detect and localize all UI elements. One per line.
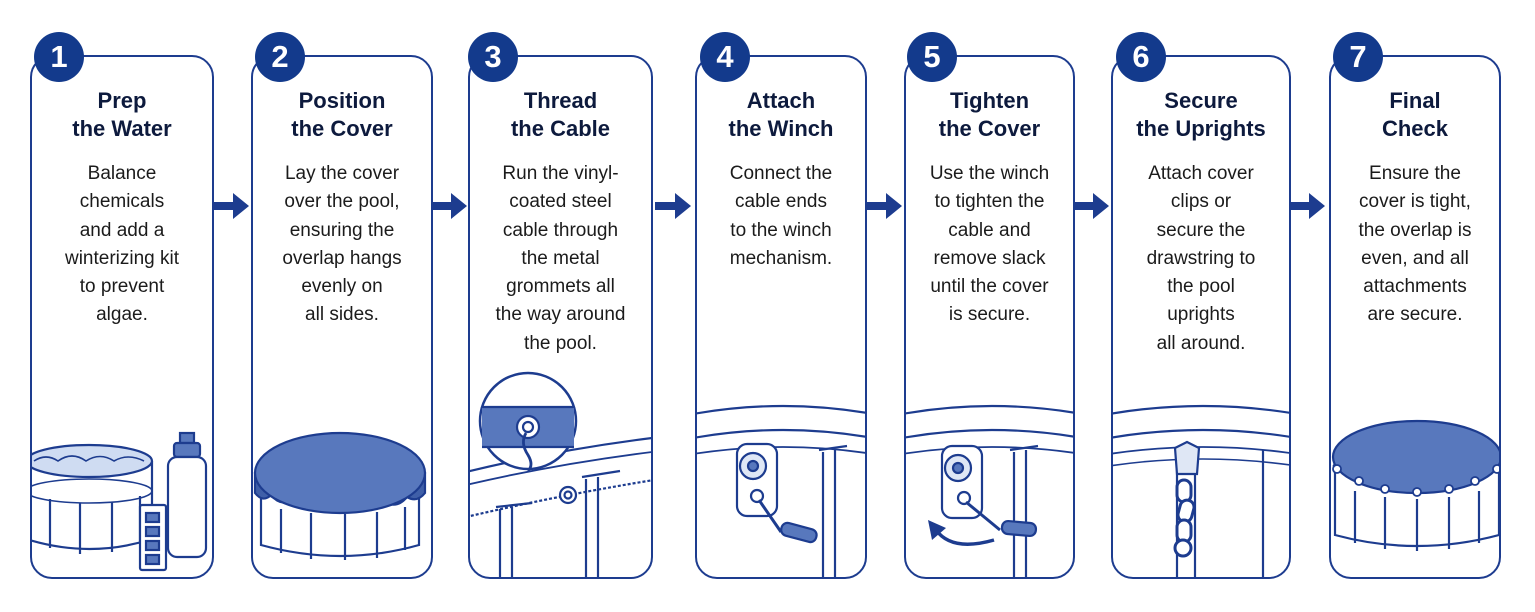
step-title: Prep the Water bbox=[72, 88, 172, 141]
step-card-1: Prep the Water Balance chemicals and add… bbox=[30, 55, 214, 579]
step-card-5: Tighten the Cover Use the winch to tight… bbox=[904, 55, 1075, 579]
step-number-badge: 6 bbox=[1116, 32, 1166, 82]
step-description: Run the vinyl- coated steel cable throug… bbox=[495, 163, 626, 354]
arrow-right-icon bbox=[1289, 193, 1325, 219]
arrow-right-icon bbox=[213, 193, 249, 219]
arrow-right-icon bbox=[1073, 193, 1109, 219]
step-card-7: Final Check Ensure the cover is tight, t… bbox=[1329, 55, 1501, 579]
pool-with-test-kit-icon bbox=[32, 431, 208, 572]
step-description: Attach cover clips or secure the drawstr… bbox=[1146, 163, 1256, 354]
arrow-right-icon bbox=[655, 193, 691, 219]
step-card-6: Secure the Uprights Attach cover clips o… bbox=[1111, 55, 1291, 579]
step-description: Use the winch to tighten the cable and r… bbox=[929, 163, 1050, 326]
step-title: Thread the Cable bbox=[510, 88, 611, 141]
pool-with-cover-icon bbox=[253, 431, 427, 560]
step-number-badge: 2 bbox=[255, 32, 305, 82]
winch-rotation-icon bbox=[906, 404, 1073, 577]
pool-with-tight-cover-icon bbox=[1331, 419, 1499, 551]
step-number-badge: 3 bbox=[468, 32, 518, 82]
arrow-right-icon bbox=[866, 193, 902, 219]
step-description: Balance chemicals and add a winterizing … bbox=[64, 163, 180, 326]
step-title: Final Check bbox=[1381, 88, 1449, 141]
step-description: Lay the cover over the pool, ensuring th… bbox=[282, 163, 402, 326]
step-number-badge: 1 bbox=[34, 32, 84, 82]
step-title: Position the Cover bbox=[291, 88, 393, 141]
step-description: Connect the cable ends to the winch mech… bbox=[729, 163, 833, 269]
step-card-2: Position the Cover Lay the cover over th… bbox=[251, 55, 433, 579]
step-number-badge: 5 bbox=[907, 32, 957, 82]
step-card-3: Thread the Cable Run the vinyl- coated s… bbox=[468, 55, 653, 579]
cable-grommet-detail-icon bbox=[470, 371, 651, 577]
step-card-4: Attach the Winch Connect the cable ends … bbox=[695, 55, 867, 579]
clip-chain-upright-icon bbox=[1113, 404, 1289, 577]
step-description: Ensure the cover is tight, the overlap i… bbox=[1358, 163, 1472, 326]
step-title: Secure the Uprights bbox=[1136, 88, 1266, 141]
arrow-right-icon bbox=[431, 193, 467, 219]
winch-icon bbox=[697, 404, 865, 577]
step-number-badge: 4 bbox=[700, 32, 750, 82]
step-number-badge: 7 bbox=[1333, 32, 1383, 82]
step-title: Tighten the Cover bbox=[938, 88, 1041, 141]
step-title: Attach the Winch bbox=[728, 88, 834, 141]
